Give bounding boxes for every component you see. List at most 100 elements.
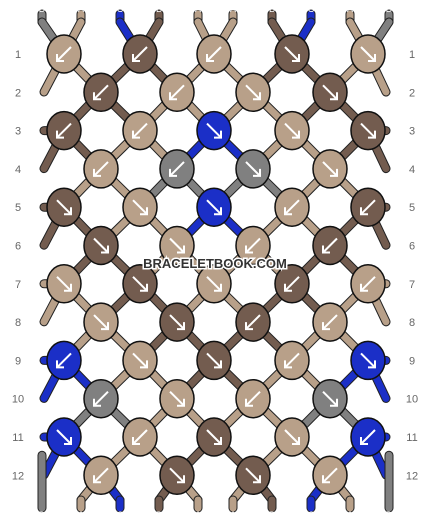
arrow-head-icon bbox=[330, 92, 338, 101]
arrow-down-right-icon bbox=[245, 84, 261, 101]
row-number-right: 1 bbox=[409, 49, 415, 61]
knot-r12-k3 bbox=[235, 455, 271, 496]
arrow-head-icon bbox=[292, 54, 300, 62]
knot-r12-k1 bbox=[83, 455, 119, 496]
arrow-head-icon bbox=[140, 207, 148, 216]
arrow-head-icon bbox=[214, 207, 222, 216]
arrow-head-icon bbox=[322, 475, 330, 484]
knot-r10-k3 bbox=[235, 378, 271, 419]
arrow-down-left-icon bbox=[169, 84, 185, 101]
knot-r7-k5 bbox=[350, 264, 386, 304]
arrow-head-icon bbox=[56, 130, 64, 139]
knot-r6-k3 bbox=[235, 225, 271, 266]
arrow-down-left-icon bbox=[245, 237, 261, 254]
knot-r7-k4 bbox=[274, 264, 310, 304]
arrow-down-left-icon bbox=[284, 352, 300, 369]
arrow-head-icon bbox=[56, 54, 64, 62]
knot-r11-k4 bbox=[274, 417, 310, 457]
knot-r2-k1 bbox=[83, 72, 119, 113]
arrow-head-icon bbox=[93, 398, 101, 407]
arrow-down-right-icon bbox=[56, 429, 72, 445]
arrow-head-icon bbox=[253, 168, 261, 177]
knot-r1-k1 bbox=[46, 34, 82, 74]
arrow-head-icon bbox=[368, 130, 376, 139]
arrow-down-right-icon bbox=[322, 161, 338, 177]
knot-r2-k4 bbox=[312, 72, 348, 113]
arrow-head-icon bbox=[245, 398, 253, 407]
arrow-down-right-icon bbox=[169, 314, 185, 330]
row-number-left: 2 bbox=[15, 87, 21, 99]
arrow-head-icon bbox=[292, 130, 300, 139]
arrow-head-icon bbox=[253, 92, 261, 101]
top-string-label: C bbox=[308, 4, 315, 14]
arrow-head-icon bbox=[360, 207, 368, 216]
arrow-down-right-icon bbox=[322, 84, 338, 101]
row-number-right: 2 bbox=[409, 87, 415, 99]
arrow-head-icon bbox=[140, 360, 148, 369]
arrow-head-icon bbox=[284, 283, 292, 292]
arrow-down-right-icon bbox=[93, 314, 109, 330]
knot-r10-k1 bbox=[83, 378, 119, 419]
arrow-head-icon bbox=[132, 130, 140, 139]
arrow-down-right-icon bbox=[56, 276, 72, 292]
row-number-left: 10 bbox=[12, 394, 24, 406]
bottom-string-label: A bbox=[195, 510, 201, 520]
bottom-string-label: A bbox=[347, 510, 353, 520]
knot-r8-k4 bbox=[312, 302, 348, 342]
row-number-left: 5 bbox=[15, 202, 21, 214]
arrow-down-right-icon bbox=[206, 199, 222, 215]
knot-r9-k5 bbox=[350, 340, 386, 381]
arrow-head-icon bbox=[206, 54, 214, 62]
watermark-text: BRACELETBOOK.COM bbox=[143, 256, 287, 271]
knot-r1-k5 bbox=[350, 34, 386, 74]
knot-r6-k4 bbox=[312, 225, 348, 266]
knot-r5-k1 bbox=[46, 187, 82, 227]
knot-r9-k1 bbox=[46, 340, 82, 381]
arrow-head-icon bbox=[169, 168, 177, 177]
arrow-down-right-icon bbox=[132, 352, 148, 369]
arrow-down-left-icon bbox=[56, 122, 72, 139]
arrow-down-left-icon bbox=[322, 314, 338, 330]
arrow-down-right-icon bbox=[132, 276, 148, 292]
arrow-down-left-icon bbox=[322, 467, 338, 484]
knot-r4-k1 bbox=[83, 149, 119, 189]
arrow-down-right-icon bbox=[169, 467, 185, 484]
knot-r12-k4 bbox=[312, 455, 348, 496]
knot-r7-k2 bbox=[122, 264, 158, 304]
arrow-head-icon bbox=[245, 322, 253, 331]
knot-r3-k5 bbox=[350, 110, 386, 151]
arrow-head-icon bbox=[284, 207, 292, 216]
arrow-head-icon bbox=[140, 283, 148, 292]
arrow-head-icon bbox=[322, 322, 330, 331]
knot-r3-k2 bbox=[122, 110, 158, 151]
row-number-right: 5 bbox=[409, 202, 415, 214]
arrow-head-icon bbox=[330, 168, 338, 177]
knot-r4-k2 bbox=[159, 149, 195, 189]
arrow-down-right-icon bbox=[284, 122, 300, 139]
bottom-string-label: D bbox=[386, 510, 393, 520]
bottom-string-label: D bbox=[39, 510, 46, 520]
knot-r4-k3 bbox=[235, 149, 271, 189]
arrow-down-right-icon bbox=[322, 390, 338, 407]
knot-r11-k5 bbox=[350, 417, 386, 457]
knot-r10-k4 bbox=[312, 378, 348, 419]
arrow-head-icon bbox=[177, 475, 185, 484]
arrow-down-left-icon bbox=[56, 46, 72, 62]
arrow-down-left-icon bbox=[132, 122, 148, 139]
arrow-down-right-icon bbox=[56, 199, 72, 215]
row-number-left: 1 bbox=[15, 49, 21, 61]
row-number-left: 3 bbox=[15, 126, 21, 138]
knot-r1-k3 bbox=[196, 34, 232, 74]
arrow-down-right-icon bbox=[206, 122, 222, 139]
arrow-head-icon bbox=[64, 207, 72, 216]
arrow-head-icon bbox=[101, 245, 109, 254]
top-string-label: A bbox=[195, 4, 201, 14]
row-number-right: 4 bbox=[409, 164, 415, 176]
top-string-label: B bbox=[156, 4, 162, 14]
arrow-down-right-icon bbox=[284, 46, 300, 62]
knot-r2-k3 bbox=[235, 72, 271, 113]
arrow-head-icon bbox=[292, 437, 300, 445]
arrow-down-right-icon bbox=[360, 46, 376, 62]
arrow-down-left-icon bbox=[132, 429, 148, 445]
